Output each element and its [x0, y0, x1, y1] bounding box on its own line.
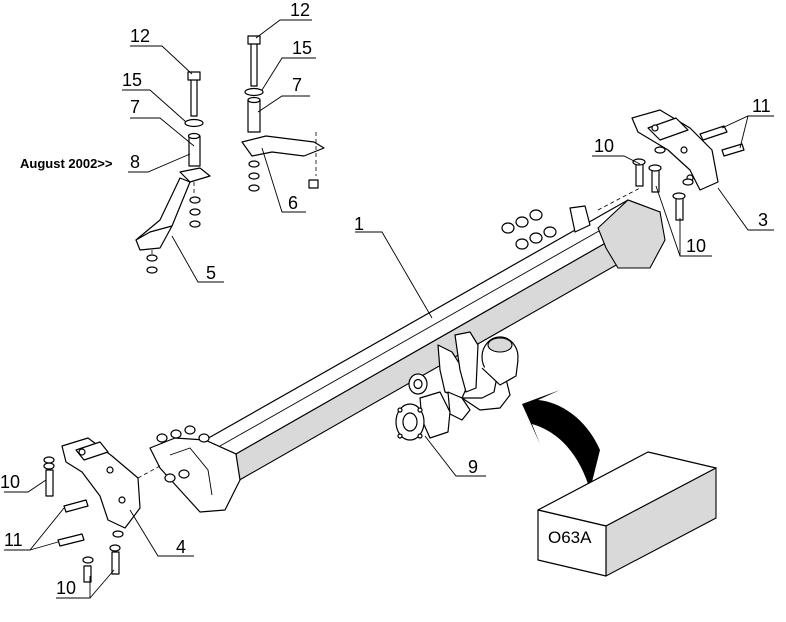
callout-9: 9: [468, 457, 478, 477]
callout-8: 8: [130, 152, 140, 172]
callout-4: 4: [176, 537, 186, 557]
callout-12-left: 12: [130, 26, 150, 46]
callout-10-right-bottom: 10: [686, 236, 706, 256]
callout-6: 6: [288, 193, 298, 213]
right-fixing-nuts: [501, 209, 557, 250]
upper-middle-subassembly: [241, 35, 325, 192]
callout-10-right-top: 10: [594, 136, 614, 156]
upper-left-subassembly: [135, 71, 211, 274]
callout-1: 1: [354, 214, 364, 234]
august-2002-note: August 2002>>: [20, 156, 113, 171]
leader-lines: [4, 19, 774, 599]
electrical-socket-part-9: [395, 391, 451, 441]
left-fixing-nuts: [156, 425, 210, 483]
left-bracket-part-4: [43, 437, 161, 583]
callout-15-right: 15: [292, 38, 312, 58]
callout-10-left-bottom: 10: [56, 578, 76, 598]
fitting-direction-arrow: [522, 390, 600, 490]
crossbar-part-1: [149, 199, 666, 513]
callout-11-left: 11: [4, 530, 23, 550]
callout-numbers: 1 3 4 5 6 7 7 8 9 10 10 10 10 11 11 12 1…: [0, 0, 771, 598]
callout-3: 3: [758, 210, 768, 230]
product-box: O63A: [537, 451, 717, 577]
callout-7-left: 7: [130, 97, 140, 117]
callout-5: 5: [206, 263, 216, 283]
callout-12-right: 12: [290, 0, 310, 20]
callout-7-right: 7: [292, 75, 302, 95]
callout-15-left: 15: [122, 70, 142, 90]
callout-11-right: 11: [752, 96, 771, 116]
right-bracket-part-3: [597, 109, 745, 221]
callout-10-left-top: 10: [0, 472, 20, 492]
tow-ball-assembly: [408, 331, 519, 421]
product-code: O63A: [548, 528, 592, 547]
